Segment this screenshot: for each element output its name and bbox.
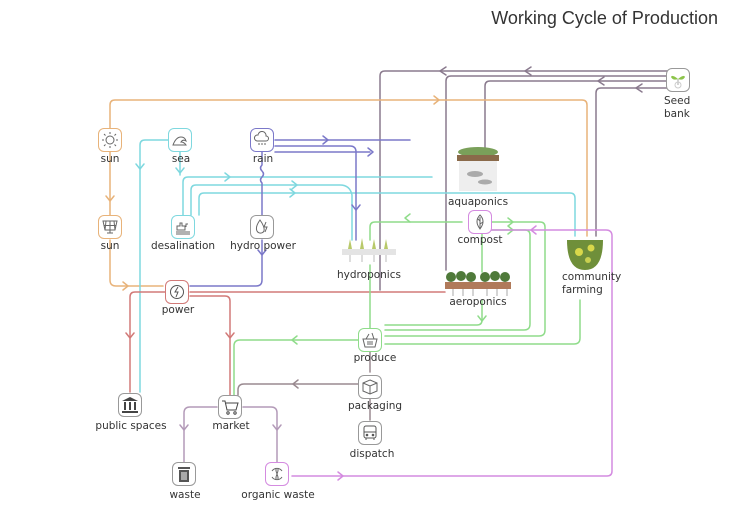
power-flows — [125, 291, 446, 396]
seed-bank-flows — [379, 66, 669, 291]
sun-label: sun — [100, 153, 120, 165]
sea-label: sea — [171, 153, 191, 165]
power-to-market-line — [189, 295, 231, 396]
hydroponics-image — [340, 235, 398, 265]
packaging-to-market-line — [237, 383, 359, 396]
seed-bank-node[interactable] — [666, 68, 690, 92]
desalination-plant-icon — [176, 222, 190, 235]
box-icon — [362, 379, 378, 395]
desal-to-hydro-line — [190, 184, 353, 241]
produce-node[interactable] — [358, 328, 382, 352]
sea-to-public-line — [139, 139, 169, 393]
rain-to-hydropower-line — [259, 151, 265, 216]
solar-node[interactable] — [98, 215, 122, 239]
hydropower-to-power-line — [189, 239, 263, 287]
compost-to-hydro-line — [369, 221, 463, 241]
sprout-icon — [671, 75, 685, 89]
sun-icon — [102, 132, 118, 148]
sun-to-community-line — [109, 99, 588, 237]
seed-to-aeroponics2-line — [445, 75, 669, 271]
desal-to-community-line — [198, 192, 576, 237]
packaging-label: packaging — [347, 400, 403, 412]
seed-bank-label-line1: Seed — [664, 95, 691, 107]
hydroponics-label: hydroponics — [337, 269, 401, 281]
desalination-node[interactable] — [171, 215, 195, 239]
organic-waste-label: organic waste — [241, 489, 315, 501]
seed-to-aeroponics-line — [379, 70, 669, 291]
aeroponics-label: aeroponics — [449, 296, 507, 308]
compost-to-produce-line — [384, 221, 546, 337]
rain-flows — [189, 135, 411, 287]
shopping-cart-icon — [222, 400, 239, 415]
produce-to-market-line — [233, 339, 359, 396]
trash-bin-icon — [178, 467, 190, 482]
building-columns-icon — [122, 397, 138, 413]
market-waste-flows — [179, 406, 282, 463]
waste-node[interactable] — [172, 462, 196, 486]
diagram-title: Working Cycle of Production — [491, 8, 718, 28]
sea-flows — [135, 139, 576, 393]
community-to-produce-line — [384, 299, 581, 345]
recycle-icon — [271, 467, 283, 481]
seed-to-community-line — [595, 87, 669, 237]
rain-cloud-icon — [253, 131, 269, 145]
market-node[interactable] — [218, 395, 242, 419]
organic-waste-node[interactable] — [265, 462, 289, 486]
public-spaces-label: public spaces — [95, 420, 167, 432]
seed-bank-label-line2: bank — [664, 108, 690, 120]
rain-node[interactable] — [250, 128, 274, 152]
sun-flows — [105, 95, 588, 291]
water-lightning-icon — [255, 219, 268, 234]
basket-icon — [362, 332, 378, 348]
seed-to-aquaponics-line — [484, 80, 669, 153]
organic-flows — [291, 225, 613, 481]
power-label: power — [161, 304, 195, 316]
community-farming-label-line1: community — [562, 271, 622, 283]
leaf-icon — [476, 214, 484, 230]
aquaponics-image — [455, 146, 501, 194]
market-to-organic-line — [242, 406, 278, 463]
public-spaces-node[interactable] — [118, 393, 142, 417]
waste-label: waste — [169, 489, 201, 501]
solar-to-power-line — [109, 239, 164, 287]
community-farming-label: community farming — [562, 271, 621, 297]
bus-icon — [363, 425, 377, 440]
power-to-public-line — [129, 291, 166, 393]
compost-label: compost — [457, 234, 503, 246]
market-label: market — [212, 420, 250, 432]
sun-node[interactable] — [98, 128, 122, 152]
rain-label: rain — [252, 153, 274, 165]
hydro-power-node[interactable] — [250, 215, 274, 239]
community-farming-label-line2: farming — [562, 284, 603, 296]
community-farming-image — [566, 238, 604, 272]
aquaponics-label: aquaponics — [447, 196, 509, 208]
organic-to-compost-line — [291, 229, 613, 477]
desalination-label: desalination — [150, 240, 216, 252]
wave-icon — [172, 136, 187, 146]
power-cycle-icon — [170, 285, 184, 299]
dispatch-label: dispatch — [349, 448, 395, 460]
aeroponics-image — [443, 270, 513, 300]
sea-node[interactable] — [168, 128, 192, 152]
solar-panel-icon — [102, 220, 118, 234]
seed-bank-label: Seed bank — [664, 95, 690, 121]
dispatch-node[interactable] — [358, 421, 382, 445]
power-node[interactable] — [165, 280, 189, 304]
packaging-node[interactable] — [358, 375, 382, 399]
packaging-flows — [237, 351, 371, 421]
desal-to-aquaponics-line — [182, 176, 433, 216]
market-to-waste-line — [183, 406, 218, 463]
produce-label: produce — [353, 352, 397, 364]
compost-node[interactable] — [468, 210, 492, 234]
hydro-power-label: hydro power — [230, 240, 296, 252]
solar-label: sun — [100, 240, 120, 252]
